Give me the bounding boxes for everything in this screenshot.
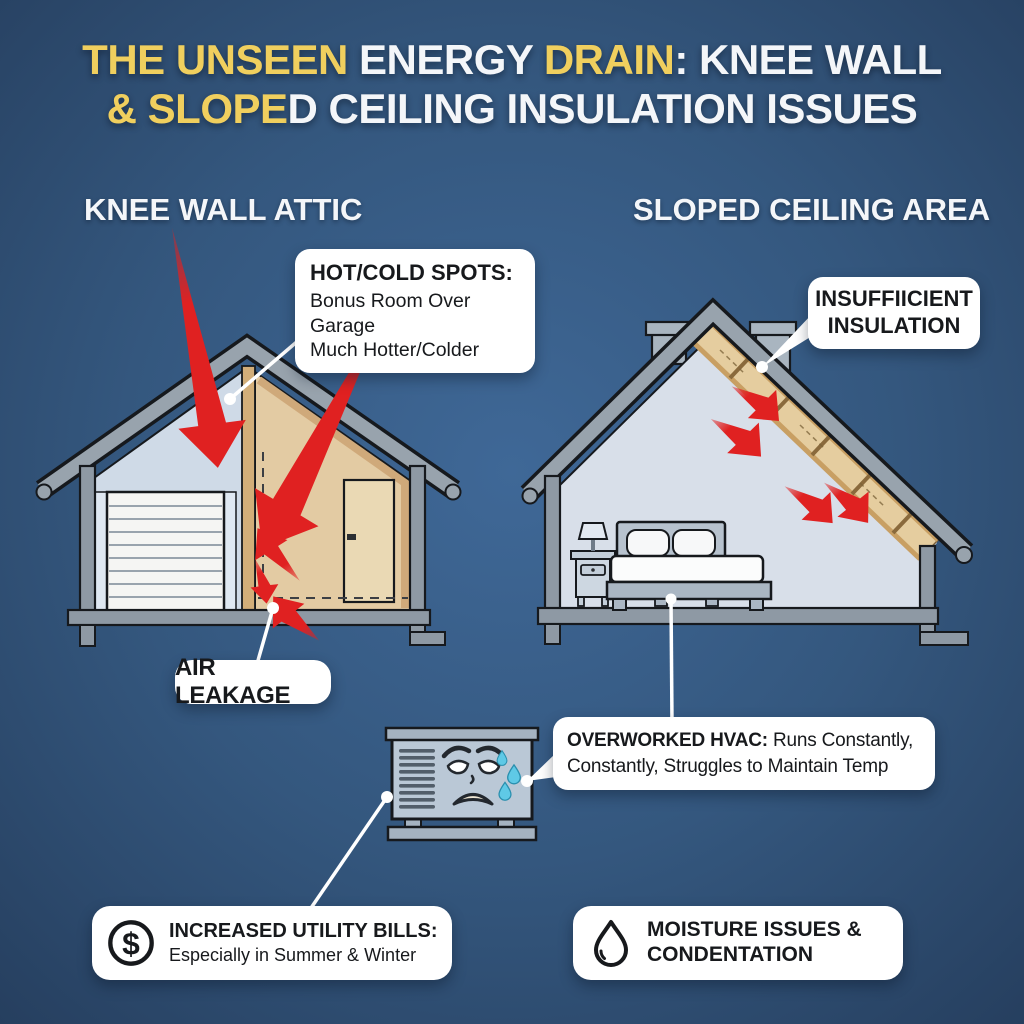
gutter-curl bbox=[955, 546, 973, 564]
leader-dot bbox=[521, 775, 533, 787]
dollar-circle-icon: $ bbox=[108, 920, 154, 966]
heat-arrow bbox=[731, 386, 780, 422]
utility-text: INCREASED UTILITY BILLS: Especially in S… bbox=[169, 920, 438, 966]
moisture-text: MOISTURE ISSUES & CONDENTATION bbox=[647, 918, 862, 968]
hvac-sad-face bbox=[441, 745, 506, 806]
hot-cold-line-1: Bonus Room Over Garage bbox=[310, 290, 471, 337]
eave-curl bbox=[35, 483, 53, 501]
floor-slab bbox=[536, 606, 940, 626]
garage-door-slats bbox=[109, 505, 222, 598]
hot-cold-title: HOT/COLD SPOTS: bbox=[310, 260, 513, 285]
page-title: THE UNSEEN ENERGY DRAIN: KNEE WALL & SLO… bbox=[0, 36, 1024, 133]
utility-subtitle: Especially in Summer & Winter bbox=[169, 945, 417, 965]
hvac-unit-illustration bbox=[384, 726, 540, 842]
leader-dot bbox=[665, 593, 677, 605]
heat-arrow bbox=[824, 482, 869, 523]
moisture-line-2: CONDENTATION bbox=[647, 943, 814, 966]
left-wall bbox=[543, 474, 562, 614]
heat-arrow bbox=[272, 596, 320, 641]
bonus-room-framing bbox=[256, 376, 409, 608]
sweat-drop-icon bbox=[496, 749, 521, 801]
heat-arrow bbox=[172, 227, 246, 468]
moisture-issues-callout: MOISTURE ISSUES & CONDENTATION bbox=[573, 906, 903, 980]
knee-wall bbox=[241, 365, 256, 613]
leader-taper bbox=[762, 314, 820, 367]
hot-cold-spots-callout: HOT/COLD SPOTS: Bonus Room Over Garage M… bbox=[295, 249, 535, 373]
section-heading-sloped-ceiling: SLOPED CEILING AREA bbox=[633, 192, 991, 227]
hot-cold-line-2: Much Hotter/Colder bbox=[310, 339, 480, 362]
nightstand bbox=[570, 550, 616, 607]
insufficient-insulation-callout: INSUFFIICIENT INSULATION bbox=[808, 277, 980, 349]
air-leakage-callout: AIR LEAKAGE bbox=[175, 654, 331, 709]
leader-line bbox=[309, 796, 389, 909]
door-handle bbox=[347, 534, 356, 540]
heat-arrow bbox=[255, 528, 300, 581]
callout-leader-lines bbox=[224, 314, 820, 909]
hvac-base-plate bbox=[386, 825, 538, 842]
hvac-top-cap bbox=[384, 726, 540, 742]
increased-utility-bills-callout: $ INCREASED UTILITY BILLS: Especially in… bbox=[92, 906, 452, 980]
bonus-room-door bbox=[342, 478, 396, 604]
leader-line bbox=[255, 607, 275, 665]
overworked-text-2: Constantly, Struggles to Maintain Temp bbox=[567, 755, 889, 777]
moisture-line-1: MOISTURE ISSUES & bbox=[647, 918, 862, 942]
foundation-left bbox=[544, 623, 561, 645]
right-wall bbox=[408, 464, 427, 614]
overworked-title: OVERWORKED HVAC: bbox=[567, 730, 768, 751]
hvac-vent-grille bbox=[399, 749, 435, 809]
garage-door bbox=[105, 490, 226, 614]
knee-wall-house-illustration bbox=[35, 333, 462, 647]
eave-curl bbox=[444, 483, 462, 501]
air-leakage-label: AIR LEAKAGE bbox=[175, 654, 291, 709]
insufficient-line-1: INSUFFIICIENT bbox=[815, 286, 973, 311]
leader-taper bbox=[527, 753, 556, 781]
left-wall bbox=[78, 464, 97, 614]
foundation-foot bbox=[409, 631, 446, 646]
water-drop-icon bbox=[594, 920, 628, 967]
roof-band bbox=[37, 337, 458, 496]
title-line-1: THE UNSEEN ENERGY DRAIN: KNEE WALL bbox=[82, 36, 942, 83]
overworked-hvac-callout: OVERWORKED HVAC: Runs Constantly, Consta… bbox=[553, 717, 935, 791]
svg-text:$: $ bbox=[122, 926, 140, 962]
heat-arrow bbox=[784, 486, 833, 524]
floor-slab bbox=[66, 608, 432, 627]
table-lamp bbox=[577, 522, 609, 551]
leader-dot bbox=[381, 791, 393, 803]
heat-arrow bbox=[710, 418, 762, 457]
leader-dot bbox=[756, 361, 768, 373]
title-line-2: & SLOPED CEILING INSULATION ISSUES bbox=[106, 84, 918, 132]
section-heading-knee-wall-attic: KNEE WALL ATTIC bbox=[84, 192, 363, 227]
leader-line bbox=[669, 598, 674, 723]
eave-curl bbox=[521, 487, 539, 505]
leader-line bbox=[228, 332, 308, 401]
overworked-text-1: Runs Constantly, bbox=[767, 730, 914, 751]
bed bbox=[605, 520, 773, 611]
roof-band bbox=[523, 302, 971, 558]
right-knee-wall bbox=[918, 544, 937, 614]
garage-door-post-right bbox=[223, 491, 237, 613]
leader-dot bbox=[224, 393, 236, 405]
foundation-foot bbox=[919, 631, 969, 646]
foundation-left bbox=[79, 624, 96, 647]
insufficient-line-2: INSULATION bbox=[827, 312, 961, 338]
insulation-dashed-marks bbox=[719, 349, 885, 507]
utility-title: INCREASED UTILITY BILLS: bbox=[169, 920, 438, 942]
leader-dot bbox=[267, 602, 279, 614]
heat-arrow bbox=[250, 558, 279, 604]
sloped-ceiling-house-illustration bbox=[520, 297, 974, 646]
